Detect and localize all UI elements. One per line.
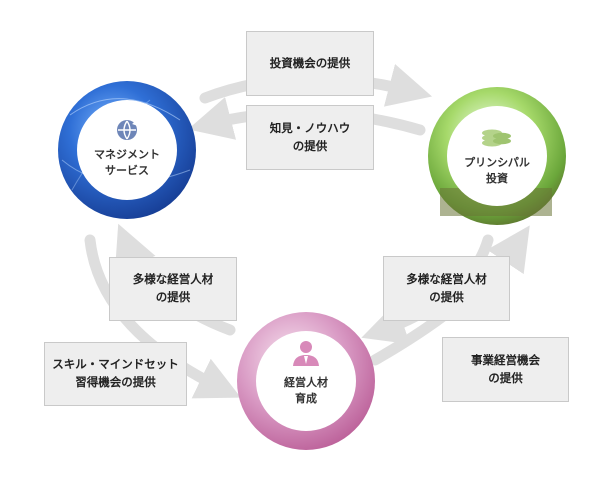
- node-management: [58, 81, 196, 219]
- flow-box-left-upper: 多様な経営人材 の提供: [109, 257, 237, 321]
- arrow-left-down: [84, 234, 241, 399]
- businessperson-icon: [293, 341, 319, 366]
- node-talent: [237, 312, 375, 450]
- node-principal-label: プリンシパル 投資: [464, 156, 530, 185]
- coin-stack-icon: [482, 129, 511, 147]
- flow-box-right-upper: 多様な経営人材 の提供: [383, 256, 510, 321]
- flow-box-top-lower: 知見・ノウハウ の提供: [246, 105, 374, 170]
- node-management-label: マネジメント サービス: [94, 148, 160, 177]
- flow-box-right-lower: 事業経営機会 の提供: [442, 337, 569, 402]
- node-principal: [428, 87, 566, 225]
- flow-box-top-upper: 投資機会の提供: [246, 31, 374, 96]
- flow-box-left-lower: スキル・マインドセット 習得機会の提供: [44, 342, 187, 406]
- node-talent-label: 経営人材 育成: [284, 376, 328, 405]
- globe-arrow-icon: [117, 118, 140, 140]
